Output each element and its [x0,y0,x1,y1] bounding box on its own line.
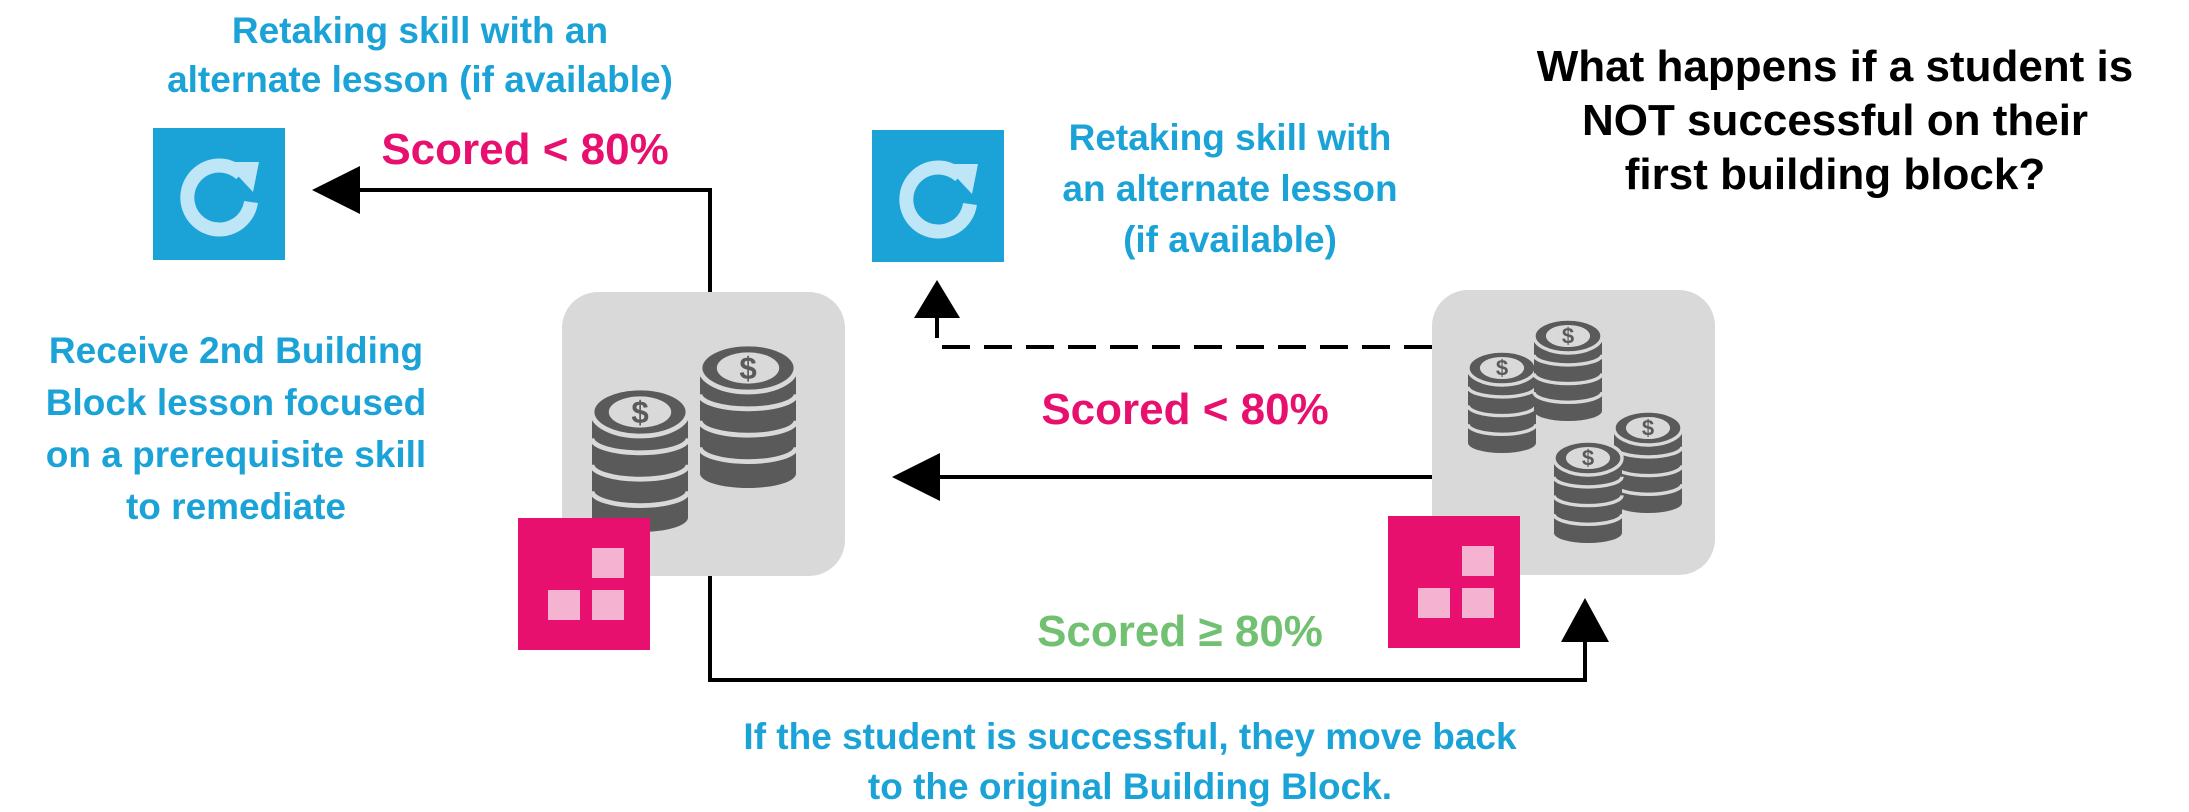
score-label-success: Scored ≥ 80% [1037,607,1323,656]
caption-line: Retaking skill with an [231,10,609,51]
building-block-icon [518,518,650,650]
remediate-caption: Receive 2nd Building Block lesson focuse… [0,325,472,533]
footer-caption: If the student is successful, they move … [660,712,1600,812]
score-label-middle: Scored < 80% [1041,385,1329,434]
caption-line: to the original Building Block. [867,766,1393,807]
caption-line: on a prerequisite skill [45,434,427,475]
arrow-to-left-tile [892,453,1432,501]
question-line: What happens if a student is [1536,42,2134,91]
left-retake-caption: Retaking skill with an alternate lesson … [100,6,740,104]
caption-line: alternate lesson (if available) [167,59,673,100]
caption-line: (if available) [1123,219,1337,260]
arrow-to-left-retake [312,166,712,292]
caption-line: Receive 2nd Building [48,330,424,371]
refresh-icon [153,128,285,260]
question-line: NOT successful on their [1581,96,2089,145]
left-building-block-tile [562,292,845,576]
refresh-icon [872,130,1004,262]
question-line: first building block? [1624,150,2046,199]
caption-line: Block lesson focused [45,382,427,423]
right-building-block-tile [1432,290,1715,575]
arrow-back-to-original [708,576,1609,682]
caption-line: to remediate [125,486,346,527]
question-heading: What happens if a student is NOT success… [1475,40,2189,202]
caption-line: an alternate lesson [1062,168,1398,209]
building-block-icon [1388,516,1520,648]
caption-line: Retaking skill with [1068,117,1392,158]
caption-line: If the student is successful, they move … [743,716,1517,757]
score-label-top-left: Scored < 80% [381,125,669,174]
right-retake-caption: Retaking skill with an alternate lesson … [1005,112,1455,265]
dashed-arrow-to-right-retake [914,280,1432,349]
